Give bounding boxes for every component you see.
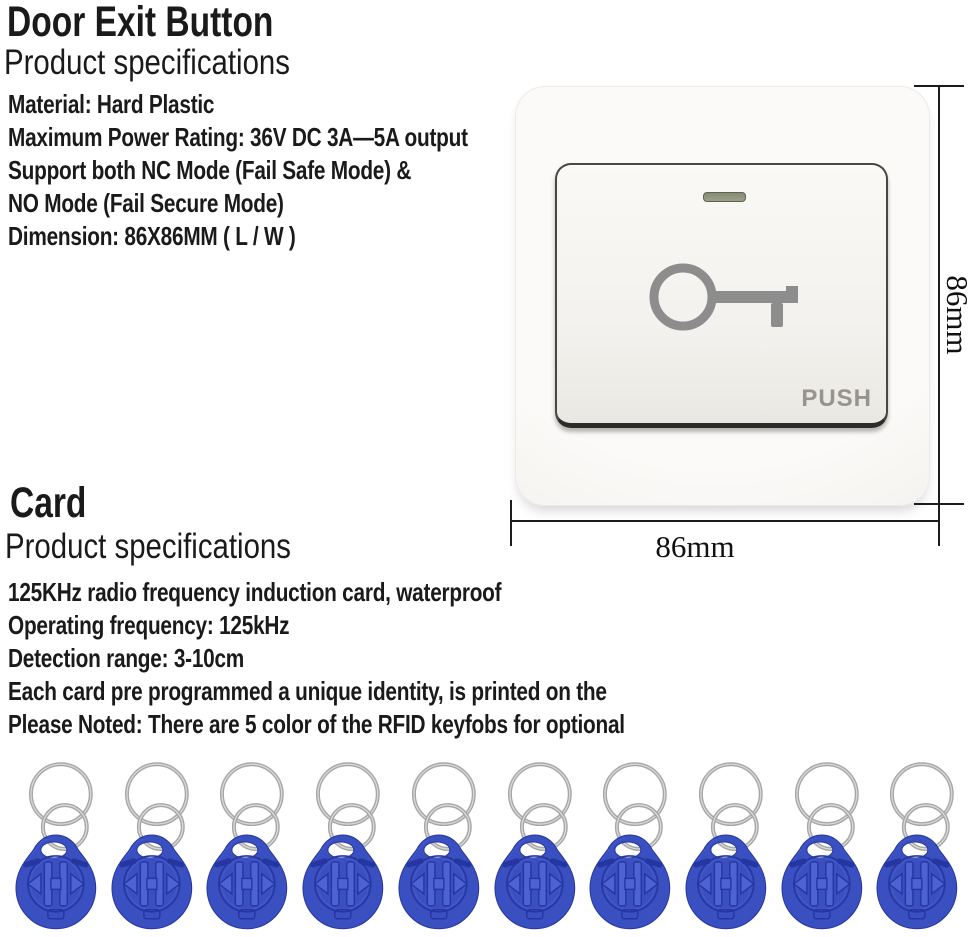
keyring-icon bbox=[124, 762, 189, 851]
rfid-keyfob bbox=[302, 762, 384, 930]
rfid-keyfob bbox=[493, 762, 575, 930]
rfid-keyfob-row bbox=[8, 753, 965, 935]
keyring-icon bbox=[507, 762, 572, 851]
width-dimension-line bbox=[511, 520, 940, 522]
h-emblem-icon bbox=[218, 861, 277, 907]
door-specs-subtitle: Product specifications bbox=[4, 43, 290, 82]
spec-line-range: Detection range: 3-10cm bbox=[8, 643, 245, 673]
keyring-icon bbox=[220, 762, 285, 851]
keyring-icon bbox=[890, 762, 955, 851]
h-emblem-icon bbox=[696, 861, 755, 907]
h-emblem-icon bbox=[601, 861, 660, 907]
rfid-keyfob bbox=[781, 762, 862, 930]
spec-line-power: Maximum Power Rating: 36V DC 3A—5A outpu… bbox=[8, 122, 468, 152]
rfid-keyfob bbox=[589, 762, 671, 930]
rfid-keyfob bbox=[398, 762, 480, 930]
width-dimension-left-tick bbox=[510, 500, 512, 546]
keyring-icon bbox=[698, 762, 763, 851]
keyring-icon bbox=[316, 762, 380, 851]
h-emblem-icon bbox=[313, 861, 373, 907]
spec-line-dimension: Dimension: 86X86MM ( L / W ) bbox=[8, 221, 296, 251]
keyring-icon bbox=[28, 762, 93, 851]
exit-button-photo: PUSH bbox=[515, 86, 930, 506]
height-dimension-line bbox=[938, 86, 940, 546]
rfid-keyfob bbox=[111, 762, 192, 930]
spec-line-frequency: Operating frequency: 125kHz bbox=[8, 610, 290, 640]
door-specs-list: Material: Hard Plastic Maximum Power Rat… bbox=[8, 88, 583, 253]
height-dimension-label: 86mm bbox=[940, 275, 973, 355]
h-emblem-icon bbox=[505, 861, 564, 907]
rfid-keyfob bbox=[685, 762, 767, 930]
spec-line-material: Material: Hard Plastic bbox=[8, 89, 215, 119]
rfid-keyfob bbox=[876, 762, 958, 930]
card-specs-subtitle: Product specifications bbox=[5, 527, 291, 566]
h-emblem-icon bbox=[792, 861, 851, 907]
keyring-icon bbox=[603, 762, 667, 851]
height-dimension-bottom-tick bbox=[914, 503, 964, 505]
card-title: Card bbox=[10, 479, 87, 527]
spec-line-mode-2: NO Mode (Fail Secure Mode) bbox=[8, 188, 284, 218]
rfid-keyfob bbox=[15, 762, 97, 930]
keyring-icon bbox=[411, 762, 476, 851]
height-dimension-top-tick bbox=[914, 85, 964, 87]
push-label: PUSH bbox=[801, 385, 872, 412]
h-emblem-icon bbox=[26, 861, 85, 907]
spec-line-note: Please Noted: There are 5 color of the R… bbox=[8, 709, 625, 739]
card-specs-list: 125KHz radio frequency induction card, w… bbox=[8, 576, 779, 741]
keyring-icon bbox=[794, 762, 859, 851]
spec-line-card-type: 125KHz radio frequency induction card, w… bbox=[8, 577, 502, 607]
push-button-face: PUSH bbox=[555, 163, 888, 428]
led-indicator bbox=[703, 192, 746, 202]
spec-line-identity: Each card pre programmed a unique identi… bbox=[8, 676, 607, 706]
width-dimension-label: 86mm bbox=[655, 529, 735, 564]
door-exit-button-title: Door Exit Button bbox=[7, 0, 274, 46]
h-emblem-icon bbox=[888, 861, 947, 907]
h-emblem-icon bbox=[122, 861, 181, 907]
rfid-keyfob bbox=[206, 762, 288, 930]
key-icon bbox=[649, 263, 798, 331]
h-emblem-icon bbox=[409, 861, 468, 907]
spec-line-mode-1: Support both NC Mode (Fail Safe Mode) & bbox=[8, 155, 412, 185]
